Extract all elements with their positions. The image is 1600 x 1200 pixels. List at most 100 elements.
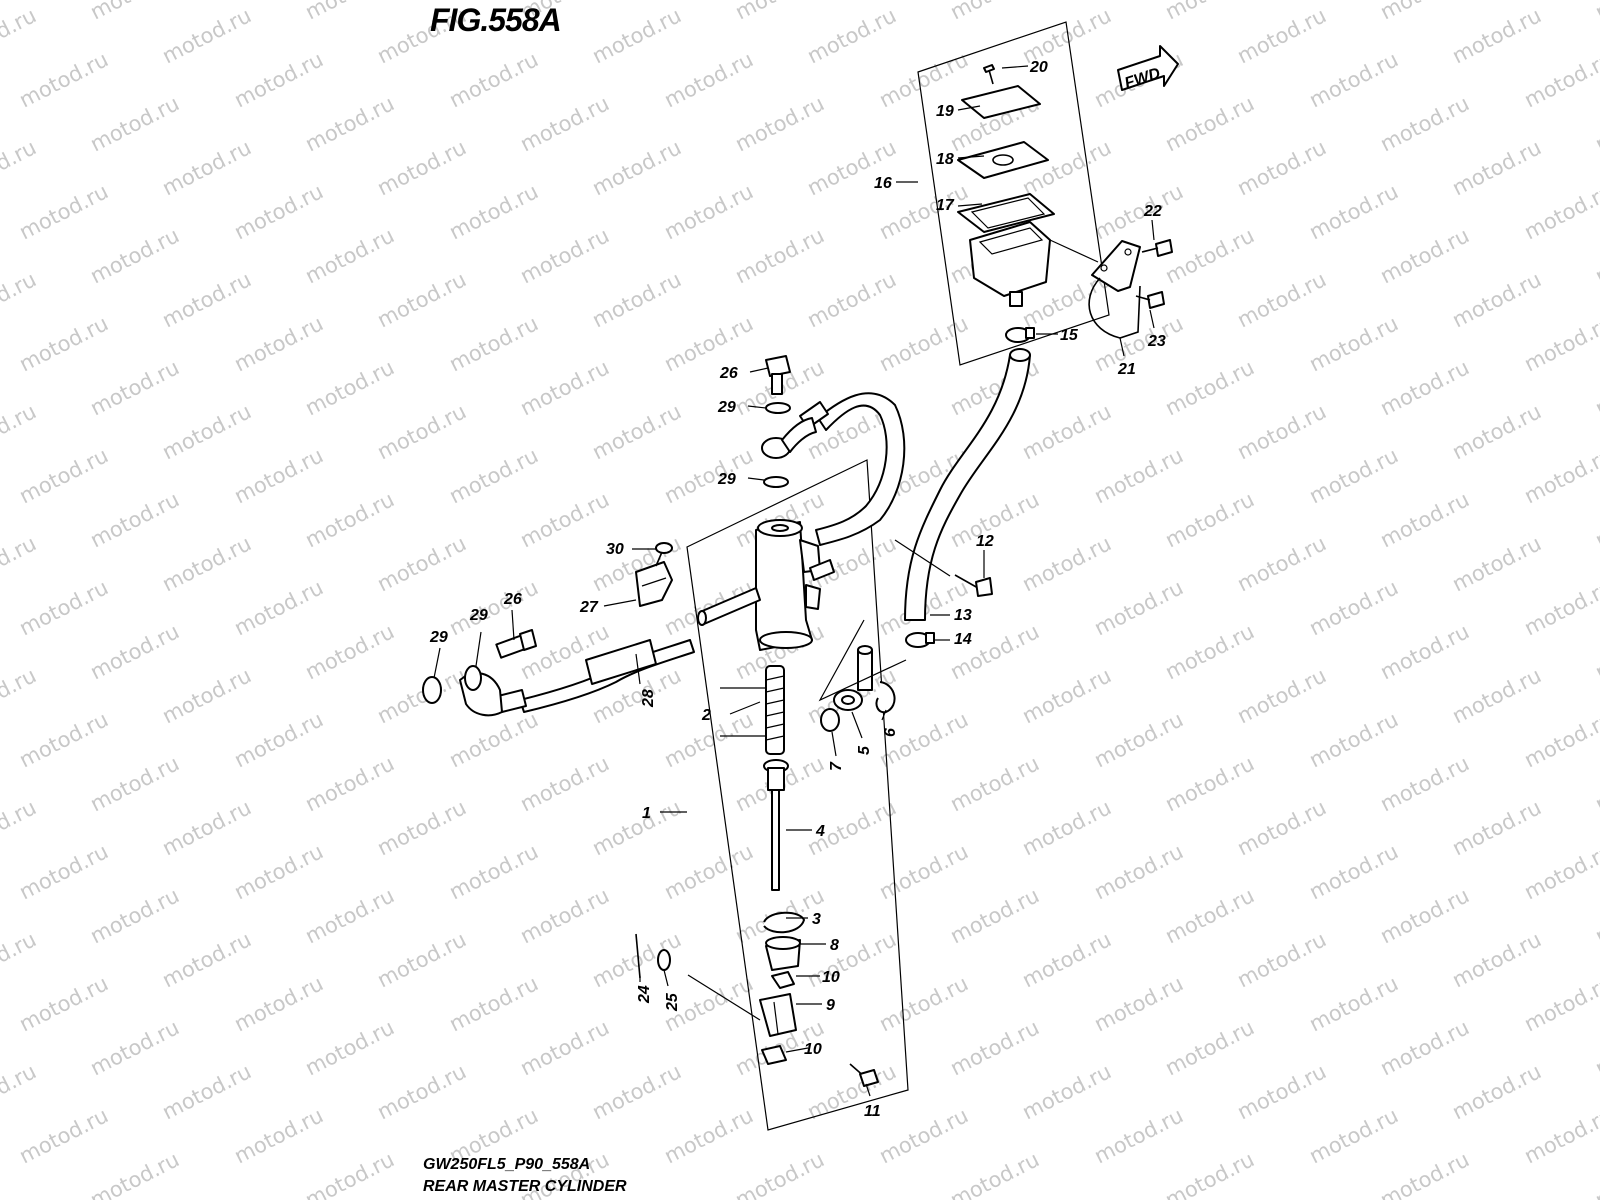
watermark-text: motod.ru bbox=[230, 839, 327, 904]
watermark-text: motod.ru bbox=[731, 0, 828, 24]
reservoir-plate bbox=[957, 141, 1049, 179]
lock-nut-upper bbox=[771, 971, 795, 989]
callout-6: 6 bbox=[882, 728, 899, 737]
watermark-text: motod.ru bbox=[946, 487, 1043, 552]
figure-caption: REAR MASTER CYLINDER bbox=[423, 1178, 627, 1195]
callout-19: 19 bbox=[936, 103, 954, 120]
pin-washer bbox=[657, 949, 671, 971]
watermark-text: motod.ru bbox=[1305, 1103, 1402, 1168]
reservoir-hose bbox=[904, 354, 1031, 621]
watermark-text: motod.ru bbox=[1591, 487, 1600, 552]
watermark-text: motod.ru bbox=[946, 883, 1043, 948]
watermark-text: motod.ru bbox=[1520, 443, 1600, 508]
watermark-text: motod.ru bbox=[946, 1015, 1043, 1080]
leader-lines bbox=[433, 65, 1155, 1097]
callout-22: 22 bbox=[1143, 203, 1162, 220]
reservoir-assembly-box bbox=[917, 21, 1110, 366]
callout-30: 30 bbox=[606, 541, 624, 558]
watermark-text: motod.ru bbox=[1161, 223, 1258, 288]
watermark-text: motod.ru bbox=[1090, 179, 1187, 244]
watermark-text: motod.ru bbox=[1376, 1015, 1473, 1080]
washer-29-b bbox=[422, 676, 442, 704]
watermark-text: motod.ru bbox=[1520, 839, 1600, 904]
watermark-text: motod.ru bbox=[158, 135, 255, 200]
watermark-text: motod.ru bbox=[445, 311, 542, 376]
watermark-text: motod.ru bbox=[516, 487, 613, 552]
washer-29-top bbox=[765, 402, 791, 414]
watermark-text: motod.ru bbox=[158, 663, 255, 728]
watermark-text: motod.ru bbox=[1305, 311, 1402, 376]
hose-end bbox=[1009, 348, 1031, 362]
watermark-text: motod.ru bbox=[1591, 1147, 1600, 1200]
watermark-text: motod.ru bbox=[15, 443, 112, 508]
watermark-text: motod.ru bbox=[0, 399, 40, 464]
watermark-text: motod.ru bbox=[946, 1147, 1043, 1200]
leader-pin-link bbox=[687, 974, 761, 1021]
watermark-text: motod.ru bbox=[1233, 927, 1330, 992]
watermark-text: motod.ru bbox=[803, 267, 900, 332]
figure-title: FIG.558A bbox=[430, 2, 562, 38]
watermark-text: motod.ru bbox=[1018, 1059, 1115, 1124]
watermark-text: motod.ru bbox=[588, 1059, 685, 1124]
watermark-text: motod.ru bbox=[660, 839, 757, 904]
callout-13: 13 bbox=[954, 607, 972, 624]
watermark-text: motod.ru bbox=[1233, 531, 1330, 596]
watermark-text: motod.ru bbox=[588, 399, 685, 464]
watermark-text: motod.ru bbox=[445, 47, 542, 112]
callout-16: 16 bbox=[874, 175, 892, 192]
watermark-text: motod.ru bbox=[230, 311, 327, 376]
watermark-text: motod.ru bbox=[86, 355, 183, 420]
reservoir-body bbox=[969, 221, 1051, 307]
watermark-text: motod.ru bbox=[301, 619, 398, 684]
watermark-text: motod.ru bbox=[301, 0, 398, 24]
watermark-text: motod.ru bbox=[516, 751, 613, 816]
callout-24: 24 bbox=[636, 985, 653, 1004]
watermark-text: motod.ru bbox=[301, 355, 398, 420]
o-ring bbox=[820, 708, 840, 732]
watermark-text: motod.ru bbox=[1520, 179, 1600, 244]
watermark-text: motod.ru bbox=[1591, 1015, 1600, 1080]
figure-code: GW250FL5_P90_558A bbox=[423, 1156, 591, 1173]
watermark-text: motod.ru bbox=[301, 751, 398, 816]
watermark-text: motod.ru bbox=[1018, 663, 1115, 728]
snap-ring bbox=[763, 911, 805, 934]
watermark-text: motod.ru bbox=[0, 531, 40, 596]
callout-29b: 29 bbox=[717, 471, 736, 488]
watermark-text: motod.ru bbox=[1520, 1103, 1600, 1168]
watermark-text: motod.ru bbox=[1305, 179, 1402, 244]
watermark-text: motod.ru bbox=[15, 707, 112, 772]
watermark-text: motod.ru bbox=[86, 619, 183, 684]
watermark-text: motod.ru bbox=[588, 795, 685, 860]
callout-15: 15 bbox=[1060, 327, 1079, 344]
watermark-text: motod.ru bbox=[1376, 1147, 1473, 1200]
watermark-text: motod.ru bbox=[158, 267, 255, 332]
watermark-text: motod.ru bbox=[86, 223, 183, 288]
watermark-text: motod.ru bbox=[1376, 751, 1473, 816]
watermark-text: motod.ru bbox=[1448, 927, 1545, 992]
watermark-text: motod.ru bbox=[1090, 443, 1187, 508]
watermark-text: motod.ru bbox=[731, 223, 828, 288]
watermark-text: motod.ru bbox=[516, 91, 613, 156]
watermark-text: motod.ru bbox=[875, 1103, 972, 1168]
cotter-pin bbox=[635, 933, 641, 979]
callout-29d: 29 bbox=[429, 629, 448, 646]
watermark-text: motod.ru bbox=[1591, 751, 1600, 816]
watermark-text: motod.ru bbox=[0, 267, 40, 332]
watermark-text: motod.ru bbox=[445, 707, 542, 772]
callout-4: 4 bbox=[815, 823, 825, 840]
watermark-text: motod.ru bbox=[230, 1103, 327, 1168]
watermark-text: motod.ru bbox=[731, 1147, 828, 1200]
watermark-text: motod.ru bbox=[301, 1147, 398, 1200]
watermark-text: motod.ru bbox=[1376, 883, 1473, 948]
watermark-text: motod.ru bbox=[660, 443, 757, 508]
watermark-text: motod.ru bbox=[1233, 399, 1330, 464]
watermark-text: motod.ru bbox=[1305, 971, 1402, 1036]
callout-25: 25 bbox=[664, 992, 681, 1012]
watermark-text: motod.ru bbox=[1376, 487, 1473, 552]
leader-12-link bbox=[894, 539, 951, 577]
watermark-text: motod.ru bbox=[373, 399, 470, 464]
watermark-text: motod.ru bbox=[445, 179, 542, 244]
watermark-text: motod.ru bbox=[0, 927, 40, 992]
watermark-text: motod.ru bbox=[660, 311, 757, 376]
rod-boot-top bbox=[765, 936, 801, 950]
